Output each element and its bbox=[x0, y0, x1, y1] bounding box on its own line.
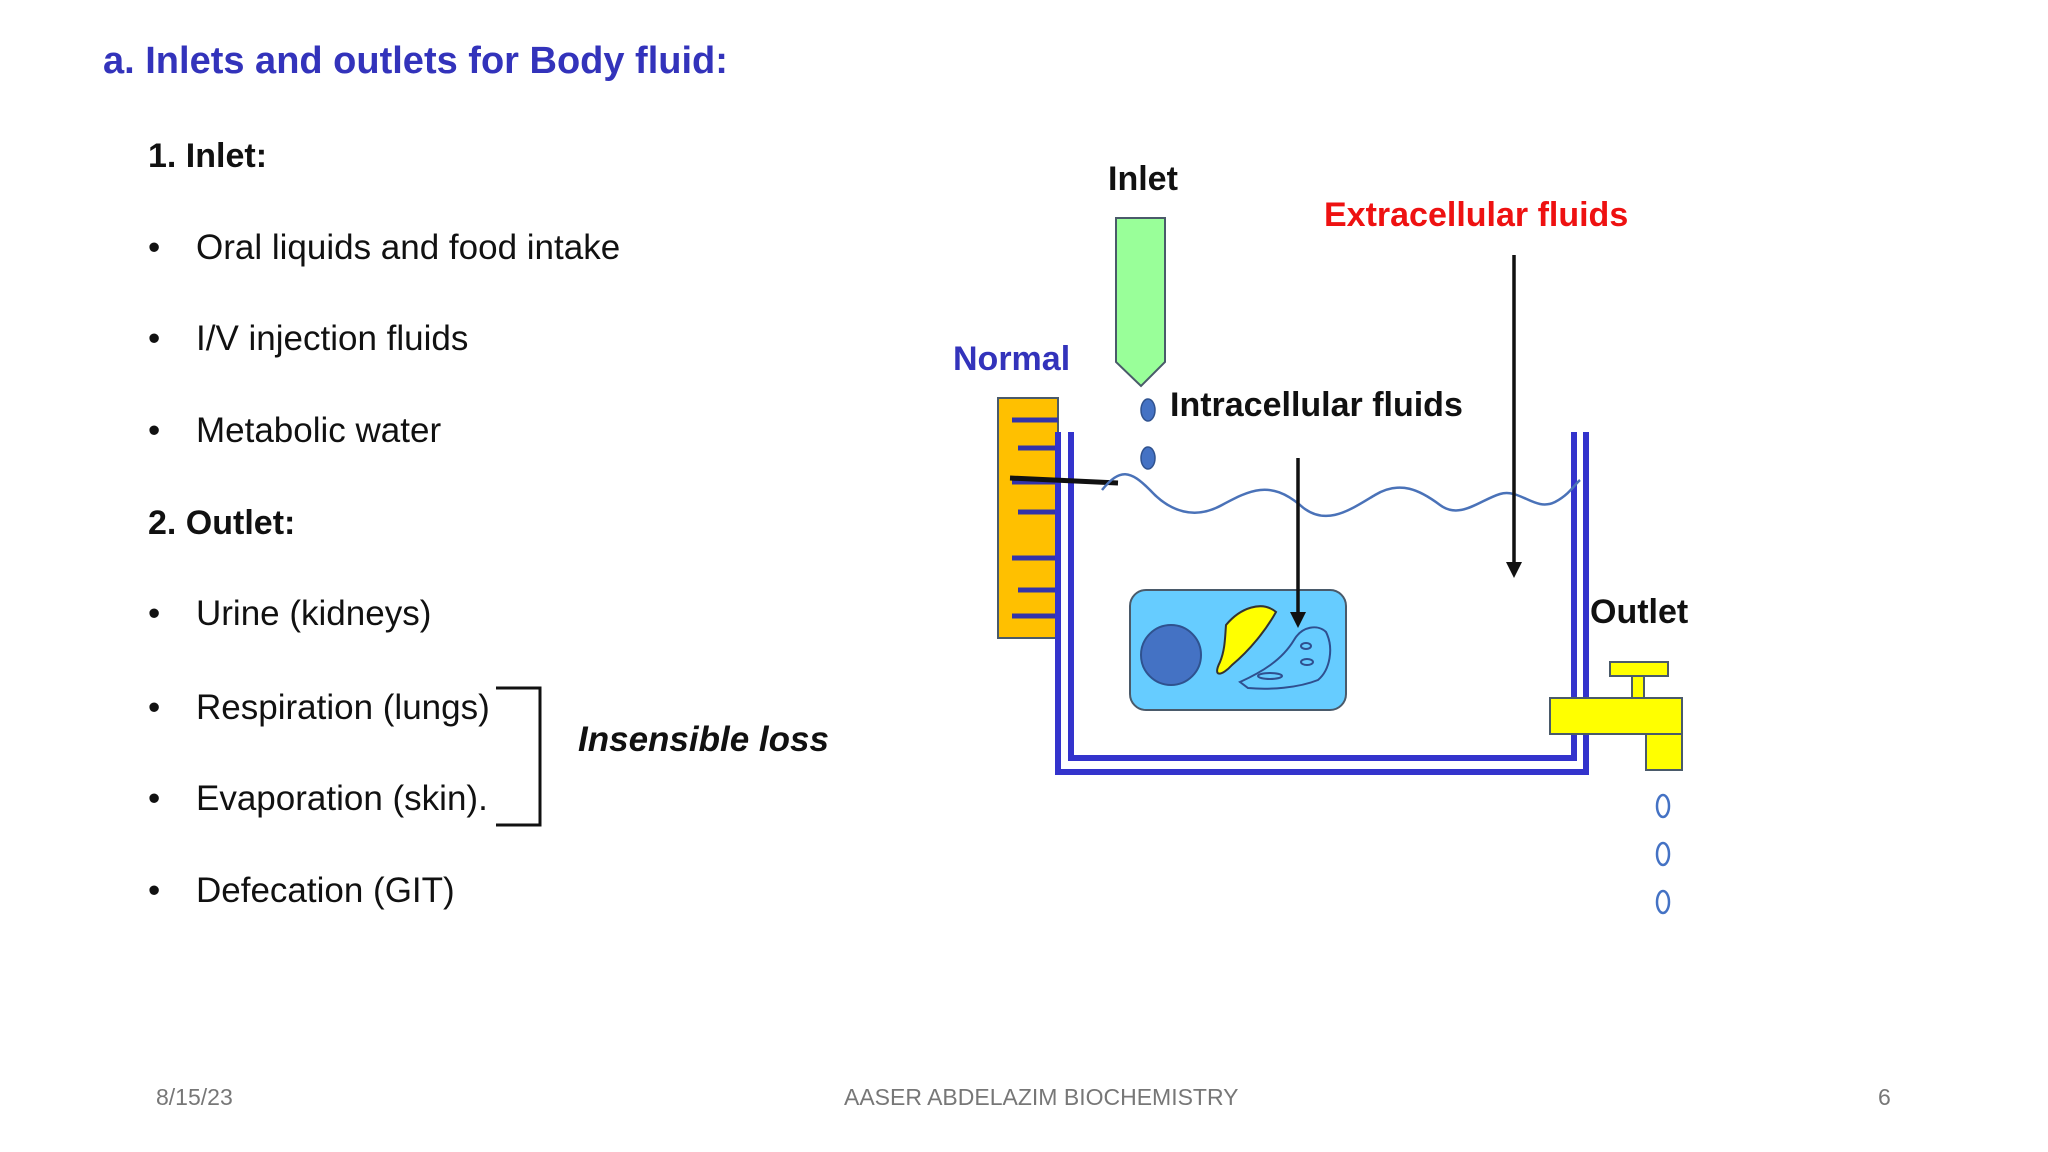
bullet-icon: • bbox=[148, 411, 161, 450]
outlet-list-item: • Evaporation (skin). bbox=[148, 779, 488, 819]
inlet-heading: 1. Inlet: bbox=[148, 137, 268, 175]
inlet-tube bbox=[1115, 217, 1166, 388]
drop-icon bbox=[1140, 446, 1156, 470]
intracellular-label: Intracellular fluids bbox=[1170, 386, 1463, 424]
tap-icon bbox=[1549, 661, 1683, 771]
bullet-icon: • bbox=[148, 228, 161, 267]
footer-page-number: 6 bbox=[1878, 1084, 1891, 1110]
normal-level-line bbox=[1009, 475, 1119, 486]
bullet-icon: • bbox=[148, 871, 161, 910]
normal-label: Normal bbox=[953, 340, 1070, 378]
bullet-icon: • bbox=[148, 319, 161, 358]
nucleus-icon bbox=[1140, 624, 1202, 686]
cell-illustration bbox=[1129, 589, 1347, 711]
arrows bbox=[1296, 255, 1516, 616]
inlet-label: Inlet bbox=[1108, 160, 1178, 198]
bullet-icon: • bbox=[148, 688, 161, 727]
outlet-label: Outlet bbox=[1590, 593, 1688, 631]
outlet-list-item: • Urine (kidneys) bbox=[148, 594, 431, 634]
outlet-item-label: Evaporation (skin). bbox=[196, 779, 488, 818]
arrow-head-icon bbox=[1290, 612, 1306, 628]
outlet-list-item: • Defecation (GIT) bbox=[148, 871, 455, 911]
footer-date: 8/15/23 bbox=[156, 1084, 233, 1110]
inlet-item-label: Oral liquids and food intake bbox=[196, 228, 621, 267]
outlet-item-label: Defecation (GIT) bbox=[196, 871, 455, 910]
drop-icon bbox=[1140, 398, 1156, 422]
outlet-heading: 2. Outlet: bbox=[148, 504, 296, 542]
mitochondria-icon bbox=[1216, 605, 1278, 675]
arrow-head-icon bbox=[1506, 562, 1522, 578]
footer-author: AASER ABDELAZIM BIOCHEMISTRY bbox=[844, 1084, 1239, 1110]
bullet-icon: • bbox=[148, 779, 161, 818]
inlet-item-label: I/V injection fluids bbox=[196, 319, 469, 358]
outlet-item-label: Urine (kidneys) bbox=[196, 594, 432, 633]
level-gauge bbox=[997, 397, 1059, 639]
organelle-icon bbox=[1238, 626, 1332, 690]
slide-title: a. Inlets and outlets for Body fluid: bbox=[103, 40, 728, 82]
inlet-list-item: • I/V injection fluids bbox=[148, 319, 468, 359]
outlet-item-label: Respiration (lungs) bbox=[196, 688, 490, 727]
extracellular-label: Extracellular fluids bbox=[1324, 196, 1628, 234]
bracket-icon bbox=[496, 686, 542, 827]
water-surface bbox=[1101, 473, 1581, 518]
bullet-icon: • bbox=[148, 594, 161, 633]
outlet-list-item: • Respiration (lungs) bbox=[148, 688, 490, 728]
inlet-item-label: Metabolic water bbox=[196, 411, 442, 450]
inlet-list-item: • Oral liquids and food intake bbox=[148, 228, 620, 268]
inlet-list-item: • Metabolic water bbox=[148, 411, 441, 451]
insensible-loss-label: Insensible loss bbox=[578, 720, 829, 759]
outlet-drops bbox=[1655, 793, 1671, 915]
tank bbox=[1055, 432, 1589, 775]
